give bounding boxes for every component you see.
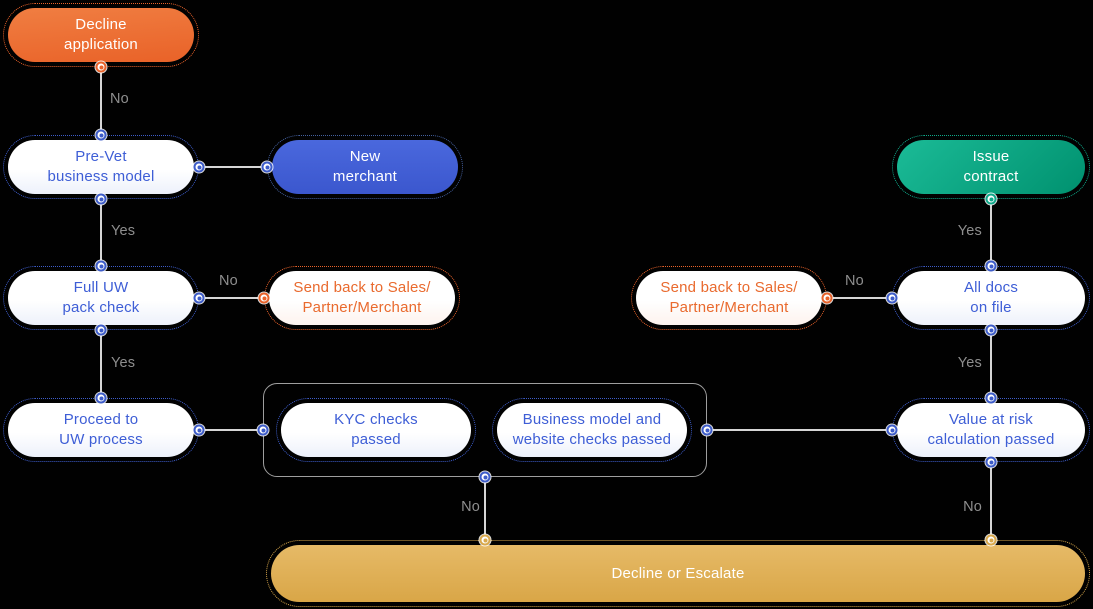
node-pill: Full UW pack check bbox=[8, 271, 194, 325]
connector-dot[interactable] bbox=[193, 292, 205, 304]
connector-dot[interactable] bbox=[261, 161, 273, 173]
edge-label-no: No bbox=[110, 91, 129, 107]
node-label: Send back to Sales/ bbox=[293, 279, 431, 296]
node-send-back-sales-left[interactable]: Send back to Sales/ Partner/Merchant bbox=[264, 266, 460, 330]
node-label: Partner/Merchant bbox=[669, 299, 789, 316]
node-label: UW process bbox=[59, 431, 143, 448]
edge-label-yes: Yes bbox=[111, 223, 136, 239]
edge-line bbox=[100, 330, 102, 398]
node-label: All docs bbox=[963, 279, 1019, 296]
node-proceed-to-uw-process[interactable]: Proceed to UW process bbox=[3, 398, 199, 462]
node-label: Business model and bbox=[522, 411, 662, 428]
node-new-merchant[interactable]: New merchant bbox=[267, 135, 463, 199]
edge-label-yes: Yes bbox=[957, 355, 982, 371]
node-label: Send back to Sales/ bbox=[660, 279, 798, 296]
connector-dot[interactable] bbox=[95, 129, 107, 141]
node-pill: Pre-Vet business model bbox=[8, 140, 194, 194]
connector-dot[interactable] bbox=[95, 324, 107, 336]
node-label: passed bbox=[351, 431, 401, 448]
node-label: merchant bbox=[332, 168, 398, 185]
connector-dot[interactable] bbox=[985, 392, 997, 404]
connector-dot[interactable] bbox=[821, 292, 833, 304]
connector-dot[interactable] bbox=[193, 424, 205, 436]
node-pill: Send back to Sales/ Partner/Merchant bbox=[636, 271, 822, 325]
connector-dot[interactable] bbox=[95, 260, 107, 272]
connector-dot[interactable] bbox=[479, 534, 491, 546]
edge-line bbox=[100, 67, 102, 135]
node-label: Value at risk bbox=[948, 411, 1034, 428]
edge-label-no: No bbox=[845, 273, 864, 289]
node-send-back-sales-right[interactable]: Send back to Sales/ Partner/Merchant bbox=[631, 266, 827, 330]
node-label: calculation passed bbox=[927, 431, 1055, 448]
node-label: Full UW bbox=[73, 279, 129, 296]
node-pill: Decline or Escalate bbox=[271, 545, 1085, 602]
node-label: business model bbox=[47, 168, 155, 185]
node-issue-contract[interactable]: Issue contract bbox=[892, 135, 1090, 199]
node-decline-or-escalate[interactable]: Decline or Escalate bbox=[266, 540, 1090, 607]
node-pill: Business model and website checks passed bbox=[497, 403, 687, 457]
connector-dot[interactable] bbox=[985, 456, 997, 468]
node-label: application bbox=[64, 36, 138, 53]
connector-dot[interactable] bbox=[985, 324, 997, 336]
connector-dot[interactable] bbox=[479, 471, 491, 483]
node-label: contract bbox=[963, 168, 1019, 185]
node-pre-vet-business-model[interactable]: Pre-Vet business model bbox=[3, 135, 199, 199]
edge-label-yes: Yes bbox=[957, 223, 982, 239]
edge-label-yes: Yes bbox=[111, 355, 136, 371]
connector-dot[interactable] bbox=[193, 161, 205, 173]
node-pill: Issue contract bbox=[897, 140, 1085, 194]
node-decline-application[interactable]: Decline application bbox=[3, 3, 199, 67]
edge-line bbox=[990, 199, 992, 266]
connector-dot[interactable] bbox=[886, 424, 898, 436]
node-label: Pre-Vet bbox=[75, 148, 127, 165]
node-pill: KYC checks passed bbox=[281, 403, 471, 457]
edge-line bbox=[199, 429, 263, 431]
node-business-model-website-checks[interactable]: Business model and website checks passed bbox=[492, 398, 692, 462]
edge-line bbox=[100, 199, 102, 266]
node-pill: Decline application bbox=[8, 8, 194, 62]
node-label: KYC checks bbox=[334, 411, 418, 428]
node-pill: Proceed to UW process bbox=[8, 403, 194, 457]
node-kyc-checks-passed[interactable]: KYC checks passed bbox=[276, 398, 476, 462]
edge-line bbox=[707, 429, 892, 431]
node-label: Proceed to bbox=[63, 411, 139, 428]
connector-dot[interactable] bbox=[95, 61, 107, 73]
connector-dot[interactable] bbox=[95, 193, 107, 205]
edge-line bbox=[484, 477, 486, 540]
connector-dot[interactable] bbox=[258, 292, 270, 304]
edge-line bbox=[990, 462, 992, 540]
node-label: Decline bbox=[75, 16, 127, 33]
node-label: Decline or Escalate bbox=[611, 564, 745, 582]
node-label: Issue bbox=[972, 148, 1010, 165]
node-value-at-risk-calculation[interactable]: Value at risk calculation passed bbox=[892, 398, 1090, 462]
node-all-docs-on-file[interactable]: All docs on file bbox=[892, 266, 1090, 330]
node-pill: All docs on file bbox=[897, 271, 1085, 325]
edge-label-no: No bbox=[461, 499, 480, 515]
connector-dot[interactable] bbox=[985, 260, 997, 272]
edge-line bbox=[199, 166, 267, 168]
node-label: pack check bbox=[62, 299, 140, 316]
edge-line bbox=[990, 330, 992, 398]
edge-label-no: No bbox=[219, 273, 238, 289]
node-pill: Send back to Sales/ Partner/Merchant bbox=[269, 271, 455, 325]
connector-dot[interactable] bbox=[701, 424, 713, 436]
node-full-uw-pack-check[interactable]: Full UW pack check bbox=[3, 266, 199, 330]
node-label: Partner/Merchant bbox=[302, 299, 422, 316]
edge-label-no: No bbox=[963, 499, 982, 515]
connector-dot[interactable] bbox=[886, 292, 898, 304]
node-pill: New merchant bbox=[272, 140, 458, 194]
node-label: on file bbox=[970, 299, 1012, 316]
node-pill: Value at risk calculation passed bbox=[897, 403, 1085, 457]
connector-dot[interactable] bbox=[985, 193, 997, 205]
node-label: New bbox=[349, 148, 381, 165]
edge-line bbox=[199, 297, 264, 299]
connector-dot[interactable] bbox=[985, 534, 997, 546]
connector-dot[interactable] bbox=[95, 392, 107, 404]
node-label: website checks passed bbox=[512, 431, 672, 448]
edge-line bbox=[827, 297, 892, 299]
connector-dot[interactable] bbox=[257, 424, 269, 436]
